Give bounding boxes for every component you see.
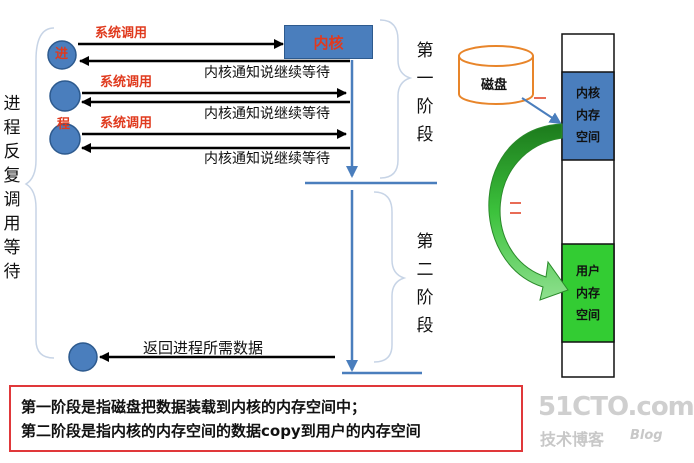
notify-label-3: 内核通知说继续等待 <box>204 151 330 167</box>
watermark-logo: 51CTO.com <box>538 392 694 422</box>
process-circle-1-text: 进 <box>55 47 69 62</box>
process-circle-3-text: 程 <box>57 117 71 132</box>
syscall-label-2: 系统调用 <box>100 75 153 90</box>
disk-label: 磁盘 <box>481 78 508 93</box>
process-circle-2 <box>49 80 81 112</box>
notify-label-1: 内核通知说继续等待 <box>204 65 330 81</box>
kernel-memory-label: 内核内存空间 <box>575 86 600 144</box>
stage-explanation-note: 第一阶段是指磁盘把数据装载到内核的内存空间中； 第二阶段是指内核的内存空间的数据… <box>9 385 523 452</box>
process-circle-1 <box>47 40 77 70</box>
user-memory-label: 用户内存空间 <box>575 264 600 322</box>
stage-1-label: 第一阶段 <box>416 41 434 145</box>
syscall-label-3: 系统调用 <box>100 116 153 131</box>
stage-1-brace <box>379 19 413 179</box>
note-line-1: 第一阶段是指磁盘把数据装载到内核的内存空间中； <box>21 398 367 416</box>
process-circle-4 <box>68 342 98 372</box>
kernel-memory-block <box>561 71 615 161</box>
process-brace <box>24 27 55 359</box>
watermark-blog: Blog <box>630 428 663 443</box>
watermark-subtitle: 技术博客 <box>540 430 605 449</box>
disk-to-kernel-arrow <box>521 97 562 125</box>
note-line-2: 第二阶段是指内核的内存空间的数据copy到用户的内存空间 <box>21 422 421 440</box>
io-stages-diagram: 进程反复调用等待 进 程 内核 系统调用 系统调用 系统调用 内核通知说继续等待… <box>3 19 694 452</box>
process-vertical-label: 进程反复调用等待 <box>3 94 21 282</box>
syscall-label-1: 系统调用 <box>95 26 148 41</box>
kernel-box: 内核 <box>284 25 373 59</box>
stage-2-brace <box>373 191 407 363</box>
kernel-to-user-arrow <box>488 123 569 301</box>
diagram-lines <box>24 19 615 378</box>
disk-cylinder <box>458 45 534 105</box>
process-circle-3 <box>49 123 81 155</box>
notify-label-2: 内核通知说继续等待 <box>204 106 330 122</box>
user-memory-block <box>561 243 615 343</box>
return-data-label: 返回进程所需数据 <box>143 339 264 357</box>
stage-2-label: 第二阶段 <box>416 232 434 336</box>
